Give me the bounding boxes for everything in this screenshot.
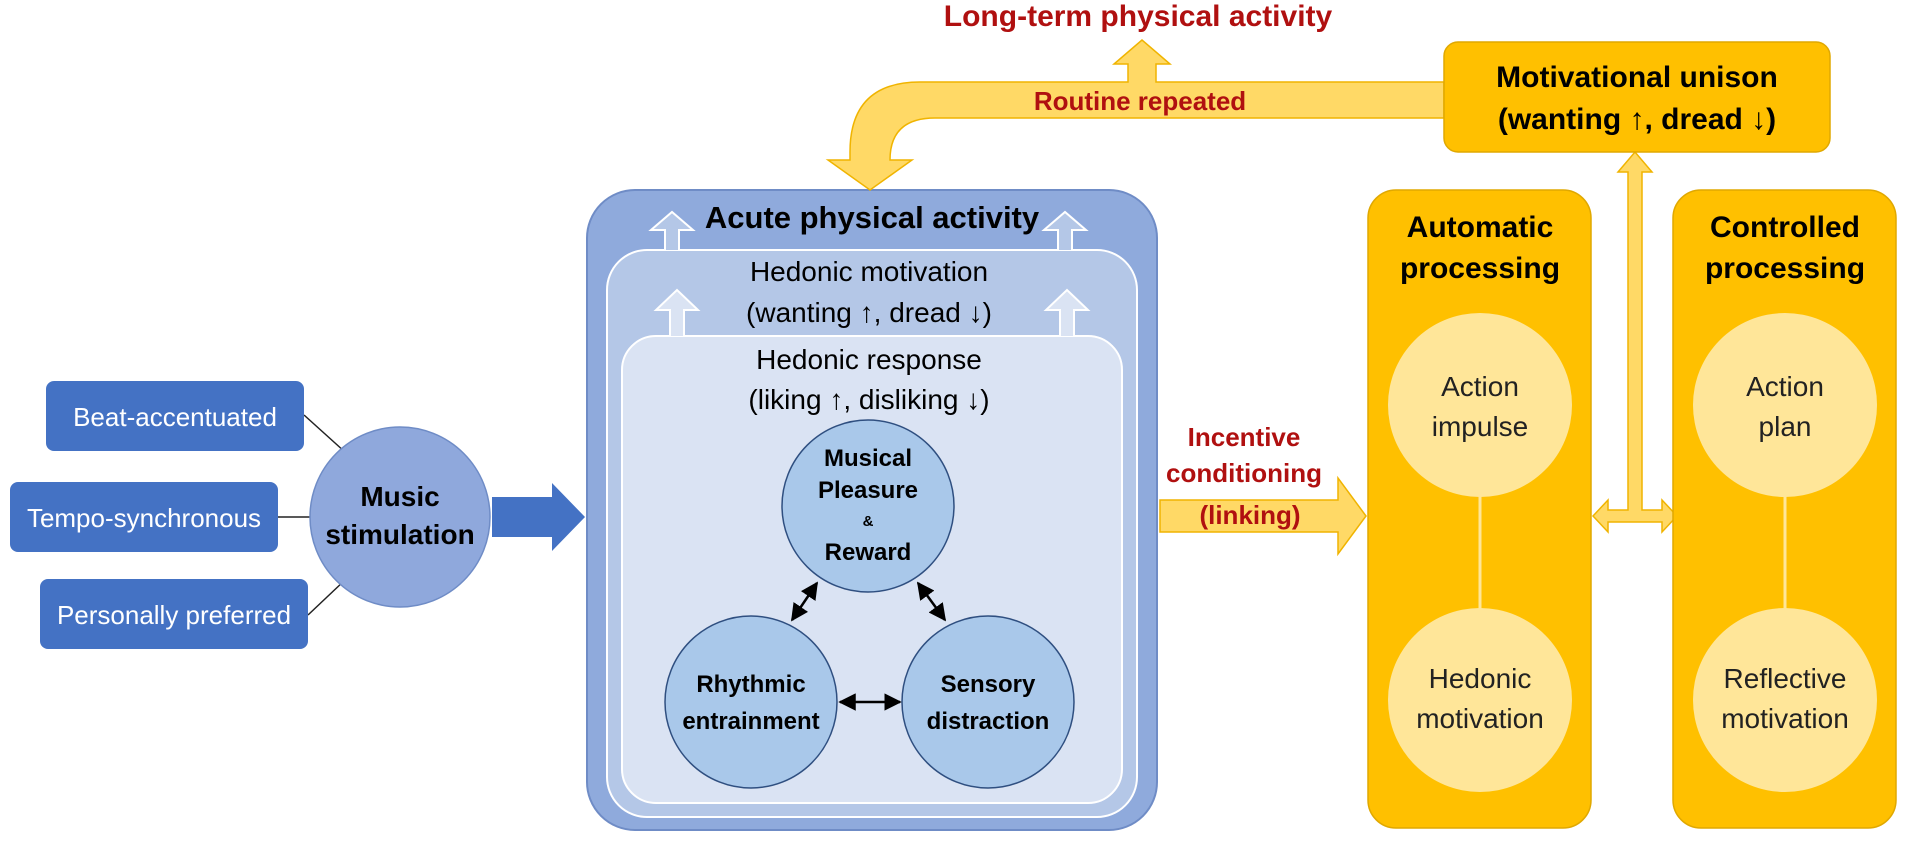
input-tempo-synchronous: Tempo-synchronous [10, 482, 278, 552]
routine-loop-arrow [825, 39, 1445, 191]
hedonic-motivation-line2: (wanting ↑, dread ↓) [746, 297, 992, 328]
sensory-line1: Sensory [941, 671, 1036, 698]
pleasure-line2: Pleasure [818, 477, 918, 504]
pleasure-line3: Reward [825, 539, 912, 566]
up-arrow-outline [1043, 288, 1091, 336]
automatic-processing-box: Automatic processing Action impulse Hedo… [1367, 189, 1592, 829]
automatic-title-line2: processing [1400, 252, 1560, 285]
input-tempo-label: Tempo-synchronous [27, 503, 261, 533]
processing-link-arrow [1591, 150, 1679, 534]
connector-line [303, 414, 346, 453]
controlled-title-line1: Controlled [1710, 211, 1860, 244]
controlled-processing-box: Controlled processing Action plan Reflec… [1672, 189, 1897, 829]
unison-line1: Motivational unison [1496, 61, 1778, 94]
musical-pleasure-node: Musical Pleasure & Reward [781, 419, 955, 593]
link-pleasure-rhythmic [790, 581, 819, 622]
hedonic-response-line2: (liking ↑, disliking ↓) [748, 384, 989, 415]
controlled-title-line2: processing [1705, 252, 1865, 285]
music-label-line1: Music [360, 481, 439, 512]
motivational-unison-box: Motivational unison (wanting ↑, dread ↓) [1443, 41, 1831, 153]
acute-activity-box: Acute physical activity Hedonic motivati… [586, 189, 1158, 831]
link-pleasure-sensory [916, 581, 947, 622]
action-impulse-line1: Action [1441, 371, 1519, 402]
input-personally-preferred: Personally preferred [40, 579, 308, 649]
incentive-arrow [1159, 475, 1367, 557]
longterm-label: Long-term physical activity [944, 0, 1333, 33]
incentive-line1: Incentive [1188, 422, 1301, 452]
routine-label: Routine repeated [1034, 86, 1246, 116]
hedonic-response-line1: Hedonic response [756, 344, 982, 375]
automatic-bottom-line2: motivation [1416, 703, 1544, 734]
music-stimulation-node: Music stimulation [309, 426, 491, 608]
action-impulse-node [1388, 313, 1572, 497]
music-to-activity-arrow [492, 483, 585, 551]
unison-line2: (wanting ↑, dread ↓) [1498, 103, 1776, 136]
pleasure-amp: & [863, 513, 874, 530]
incentive-line2: conditioning [1166, 458, 1322, 488]
action-plan-line2: plan [1759, 411, 1812, 442]
reflective-motivation-node [1693, 608, 1877, 792]
input-beat-accentuated: Beat-accentuated [46, 381, 304, 451]
rhythmic-entrainment-node: Rhythmic entrainment [664, 615, 838, 789]
action-plan-node [1693, 313, 1877, 497]
connector-line [307, 579, 346, 616]
input-beat-label: Beat-accentuated [73, 402, 277, 432]
automatic-title-line1: Automatic [1407, 211, 1554, 244]
pleasure-line1: Musical [824, 445, 912, 472]
acute-title: Acute physical activity [705, 200, 1040, 235]
up-arrow-outline [653, 288, 701, 336]
hedonic-motivation-node [1388, 608, 1572, 792]
automatic-bottom-line1: Hedonic [1429, 663, 1532, 694]
rhythmic-line2: entrainment [682, 708, 819, 735]
action-plan-line1: Action [1746, 371, 1824, 402]
controlled-bottom-line2: motivation [1721, 703, 1849, 734]
sensory-distraction-node: Sensory distraction [901, 615, 1075, 789]
sensory-line2: distraction [927, 708, 1050, 735]
rhythmic-line1: Rhythmic [696, 671, 805, 698]
controlled-bottom-line1: Reflective [1724, 663, 1847, 694]
incentive-line3: (linking) [1199, 500, 1300, 530]
music-label-line2: stimulation [325, 519, 474, 550]
action-impulse-line2: impulse [1432, 411, 1528, 442]
hedonic-motivation-line1: Hedonic motivation [750, 256, 988, 287]
input-preferred-label: Personally preferred [57, 600, 291, 630]
up-arrow-outline [648, 210, 696, 250]
up-arrow-outline [1041, 210, 1089, 250]
